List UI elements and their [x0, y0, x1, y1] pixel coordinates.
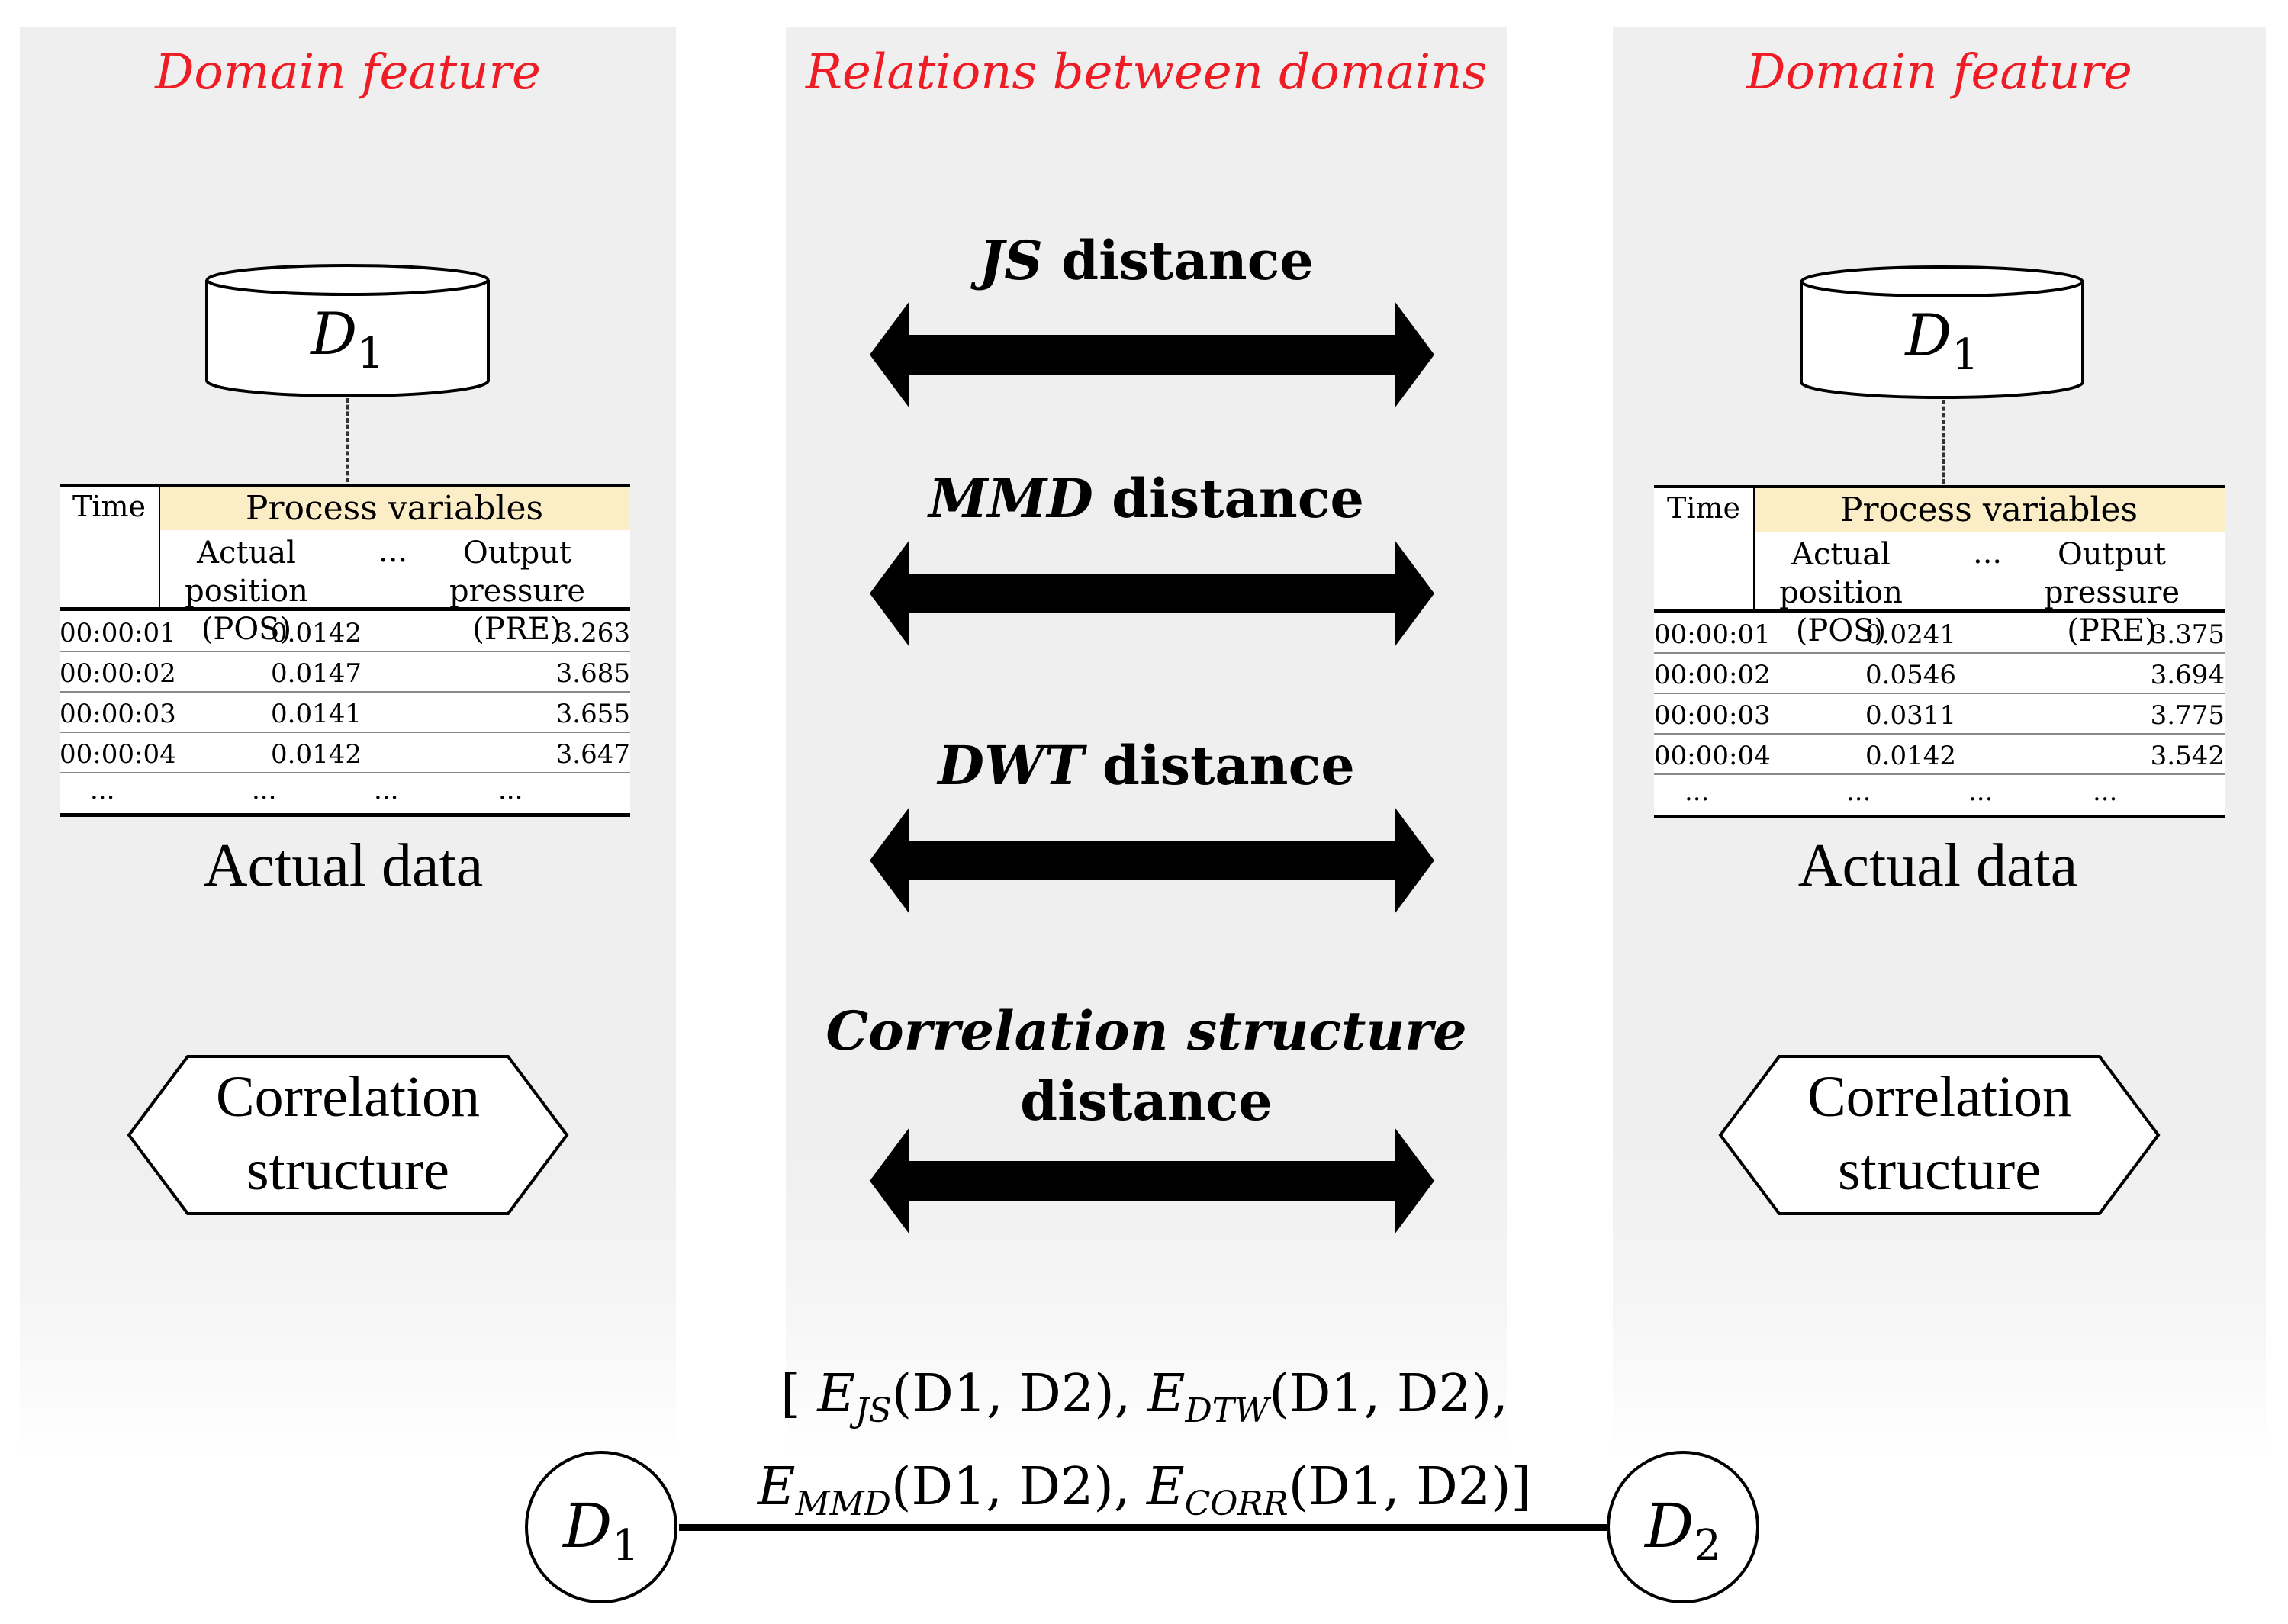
graph-edge: [679, 1524, 1608, 1531]
relation-mmd-label: MMD distance: [928, 467, 1364, 530]
table-divider: [159, 487, 160, 609]
table-rule: [1654, 815, 2225, 818]
table-row: ... ... ... ...: [90, 775, 523, 806]
table-time-header: Time: [72, 490, 146, 523]
left-panel-title: Domain feature: [155, 44, 541, 101]
double-arrow-icon: [870, 807, 1434, 914]
middle-panel-title: Relations between domains: [805, 44, 1488, 101]
edge-label-line2: EMMD(D1, D2), ECORR(D1, D2)]: [757, 1457, 1532, 1523]
relation-corr-label: Correlation structure distance: [825, 999, 1467, 1133]
right-database-label: D1: [1905, 301, 1979, 380]
right-caption: Actual data: [1797, 832, 2078, 899]
table-header-ellipsis: ...: [1973, 535, 2003, 571]
table-rule: [1654, 485, 2225, 488]
table-time-header: Time: [1666, 491, 1741, 525]
left-connector-line: [346, 398, 349, 482]
left-caption: Actual data: [203, 832, 484, 899]
table-header-ellipsis: ...: [378, 534, 408, 569]
table-row: ... ... ... ...: [1685, 777, 2118, 807]
double-arrow-icon: [870, 1127, 1434, 1234]
right-database-icon: D1: [1799, 265, 2085, 399]
table-rule: [60, 813, 630, 817]
relation-dwt-label: DWT distance: [938, 734, 1355, 797]
table-rule: [60, 484, 630, 487]
table-divider: [1753, 488, 1755, 610]
double-arrow-icon: [870, 301, 1434, 408]
left-database-label: D1: [311, 300, 385, 378]
double-arrow-icon: [870, 540, 1434, 647]
table-group-header: Process variables: [159, 487, 630, 530]
table-group-header: Process variables: [1753, 488, 2225, 532]
graph-node-d1: D1: [525, 1451, 677, 1603]
graph-node-d2: D2: [1607, 1451, 1759, 1603]
relation-js-label: JS distance: [979, 229, 1314, 292]
edge-label: [ EJS(D1, D2), EDTW(D1, D2), EMMD(D1, D2…: [687, 1356, 1602, 1542]
right-connector-line: [1942, 400, 1945, 484]
right-panel-title: Domain feature: [1746, 44, 2132, 101]
left-database-icon: D1: [204, 263, 491, 397]
edge-label-line1: [ EJS(D1, D2), EDTW(D1, D2),: [780, 1364, 1508, 1430]
table-rule: [60, 607, 630, 611]
table-rule: [1654, 609, 2225, 613]
